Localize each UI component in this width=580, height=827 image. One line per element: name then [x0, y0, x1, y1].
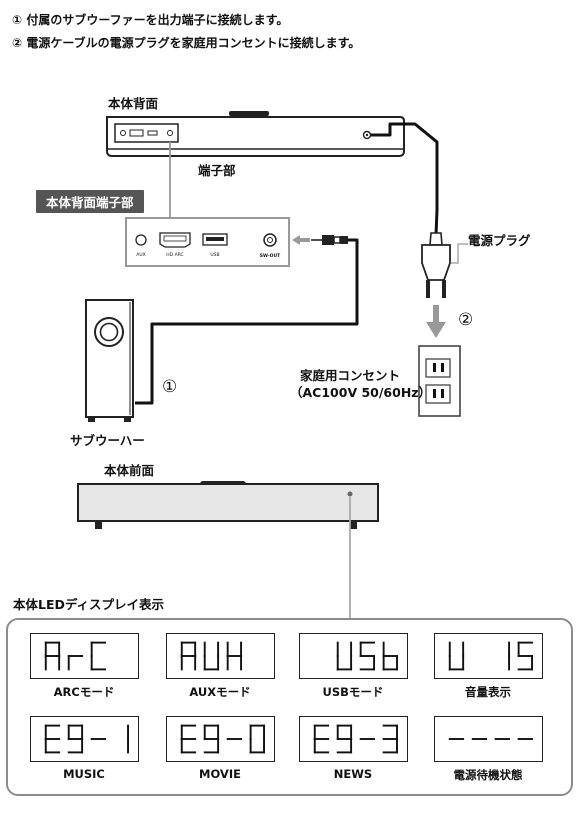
led-digit	[67, 655, 84, 671]
led-display-label: 電源待機状態	[453, 768, 523, 782]
led-display	[30, 633, 139, 679]
led-digit	[203, 724, 220, 754]
led-display-label: NEWS	[333, 767, 373, 781]
port-aux-label: AUX	[136, 252, 145, 258]
instruction-step-1: ① 付属のサブウーファーを出力端子に接続します。	[12, 13, 289, 27]
seven-segment-digits	[448, 641, 533, 671]
power-plug-icon	[421, 232, 451, 298]
subwoofer-label: サブウーハー	[70, 433, 145, 448]
led-digit	[180, 641, 197, 671]
subwoofer-cable	[135, 238, 359, 405]
led-display-label: 音量表示	[465, 685, 511, 699]
led-display-label: ARCモード	[53, 685, 115, 699]
led-display-label: MOVIE	[199, 767, 241, 781]
led-display	[299, 633, 408, 679]
terminal-detail	[125, 217, 290, 267]
seven-segment-digits	[44, 641, 107, 671]
led-digit	[90, 641, 107, 671]
led-display-title: 本体LEDディスプレイ表示	[13, 597, 165, 612]
led-digit	[44, 724, 61, 754]
power-cable	[371, 122, 439, 236]
led-display	[299, 716, 408, 762]
led-digit	[382, 724, 398, 754]
terminal-area-label: 端子部	[198, 163, 236, 178]
led-digit	[336, 724, 353, 754]
led-digit	[517, 641, 533, 671]
led-digit	[67, 724, 84, 754]
led-digit	[359, 641, 376, 671]
step2-marker: ②	[458, 310, 474, 330]
outlet-label: 家庭用コンセント	[300, 368, 401, 383]
led-display-label: AUXモード	[189, 685, 251, 699]
led-display	[30, 716, 139, 762]
seven-segment-digits	[44, 724, 129, 754]
rear-terminal-badge: 本体背面端子部	[36, 190, 144, 213]
led-digit	[336, 641, 353, 671]
led-display-label: USBモード	[322, 685, 384, 699]
rear-unit	[106, 111, 405, 157]
seven-segment-digits	[448, 738, 533, 740]
port-usb-label: USB	[210, 252, 219, 258]
led-digit	[226, 641, 243, 671]
insert-arrow-icon	[426, 305, 446, 338]
led-display	[434, 716, 543, 762]
led-display	[166, 716, 275, 762]
led-digit	[249, 724, 265, 754]
outlet-spec-label: （AC100V 50/60Hz）	[290, 385, 432, 400]
led-digit	[44, 641, 61, 671]
led-display	[166, 633, 275, 679]
led-digit	[382, 641, 398, 671]
front-unit	[77, 481, 379, 529]
port-swout-label: SW-OUT	[260, 253, 281, 259]
led-digit	[203, 641, 220, 671]
led-display	[434, 633, 543, 679]
front-view-label: 本体前面	[104, 463, 155, 478]
seven-segment-digits	[336, 641, 398, 671]
rear-view-label: 本体背面	[108, 96, 159, 111]
subwoofer	[85, 299, 134, 422]
seven-segment-digits	[180, 641, 243, 671]
wall-outlet	[418, 345, 461, 417]
led-digit	[313, 724, 330, 754]
led-display-panel	[6, 618, 573, 796]
seven-segment-digits	[313, 724, 398, 754]
port-hdarc-label: HD ARC	[166, 252, 183, 258]
led-digit	[180, 724, 197, 754]
subwoofer-plug	[292, 235, 348, 245]
power-plug-label: 電源プラグ	[468, 233, 531, 248]
led-digit	[448, 641, 465, 671]
instruction-step-2: ② 電源ケーブルの電源プラグを家庭用コンセントに接続します。	[12, 36, 361, 50]
seven-segment-digits	[180, 724, 265, 754]
led-display-label: MUSIC	[63, 767, 105, 781]
step1-marker: ①	[162, 377, 178, 397]
